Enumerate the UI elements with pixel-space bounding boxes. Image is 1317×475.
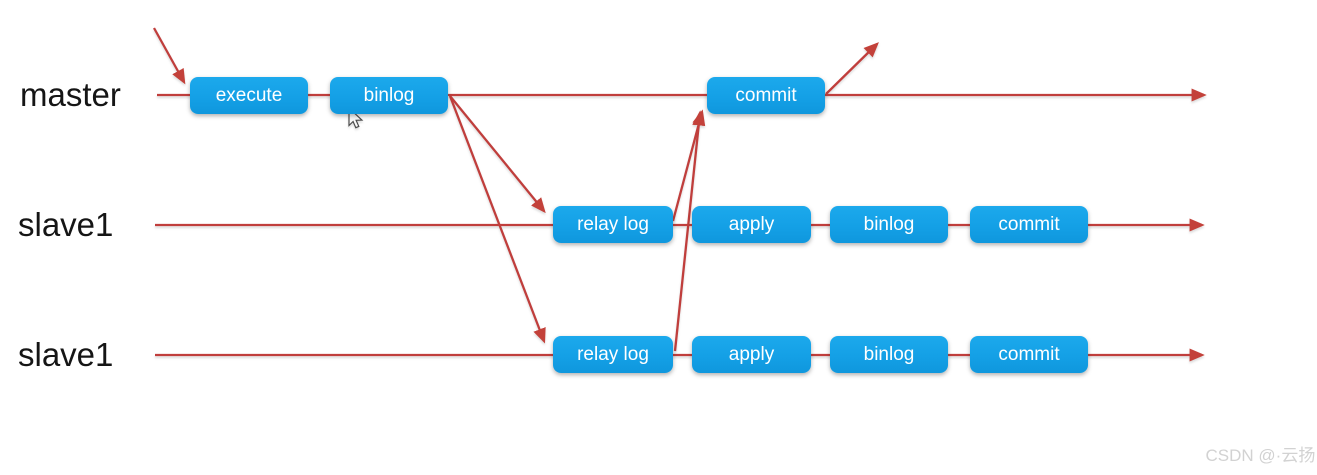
node-master-commit: commit (707, 77, 825, 114)
commit-response-arrow (825, 42, 879, 95)
binlog-to-relaylog2-arrow (448, 95, 546, 344)
node-slave2-binlog: binlog (830, 336, 948, 373)
node-slave1-binlog: binlog (830, 206, 948, 243)
node-slave1-apply: apply (692, 206, 811, 243)
node-master-execute: execute (190, 77, 308, 114)
row-label-slave1: slave1 (18, 206, 114, 243)
binlog-to-relaylog1-arrow (449, 95, 546, 214)
node-slave2-commit: commit (970, 336, 1088, 373)
incoming-request-arrow (152, 27, 186, 85)
csdn-watermark: CSDN @·云扬· (1205, 446, 1317, 465)
node-slave1-commit: commit (970, 206, 1088, 243)
relaylog2-ack-to-commit-arrow (673, 110, 706, 352)
row-label-slave1-second: slave1 (18, 336, 114, 373)
node-slave2-apply: apply (692, 336, 811, 373)
row-label-master: master (20, 76, 121, 113)
node-slave2-relaylog: relay log (553, 336, 673, 373)
node-master-binlog: binlog (330, 77, 448, 114)
node-slave1-relaylog: relay log (553, 206, 673, 243)
